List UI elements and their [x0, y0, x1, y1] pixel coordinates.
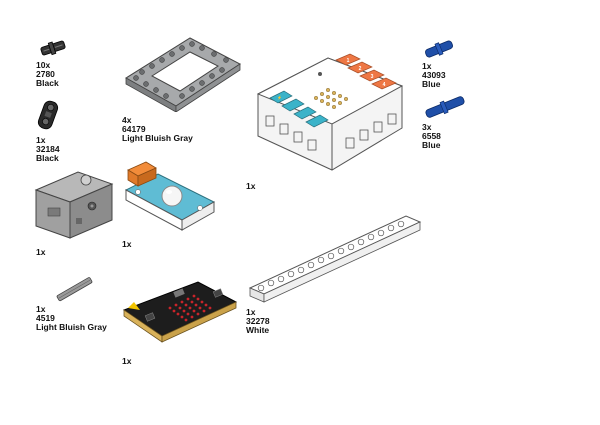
pin-6558-image: [422, 94, 468, 120]
port-number-1: 1: [347, 58, 350, 64]
svg-text:⚡: ⚡: [277, 95, 282, 100]
led-module-image: [118, 160, 218, 242]
beam-32278-image: [246, 208, 424, 306]
part-label-servo: 1x: [36, 247, 46, 257]
microbit-image: [118, 280, 240, 352]
axle-4519-image: [54, 276, 96, 304]
frame-64179-image: [122, 34, 244, 112]
pin-32184-image: [36, 98, 60, 132]
part-label-led: 1x: [122, 239, 132, 249]
port-number-2: 2: [359, 66, 362, 72]
pin-2780-image: [38, 38, 68, 58]
part-label-breakout: 1x: [246, 181, 256, 191]
port-number-3: 3: [371, 74, 374, 80]
servo-image: [32, 168, 118, 242]
pin-43093-image: [422, 38, 456, 60]
breakout-board-image: ⚡ 1 2 3 4: [248, 46, 410, 178]
port-number-4: 4: [383, 82, 386, 88]
part-label-microbit: 1x: [122, 356, 132, 366]
